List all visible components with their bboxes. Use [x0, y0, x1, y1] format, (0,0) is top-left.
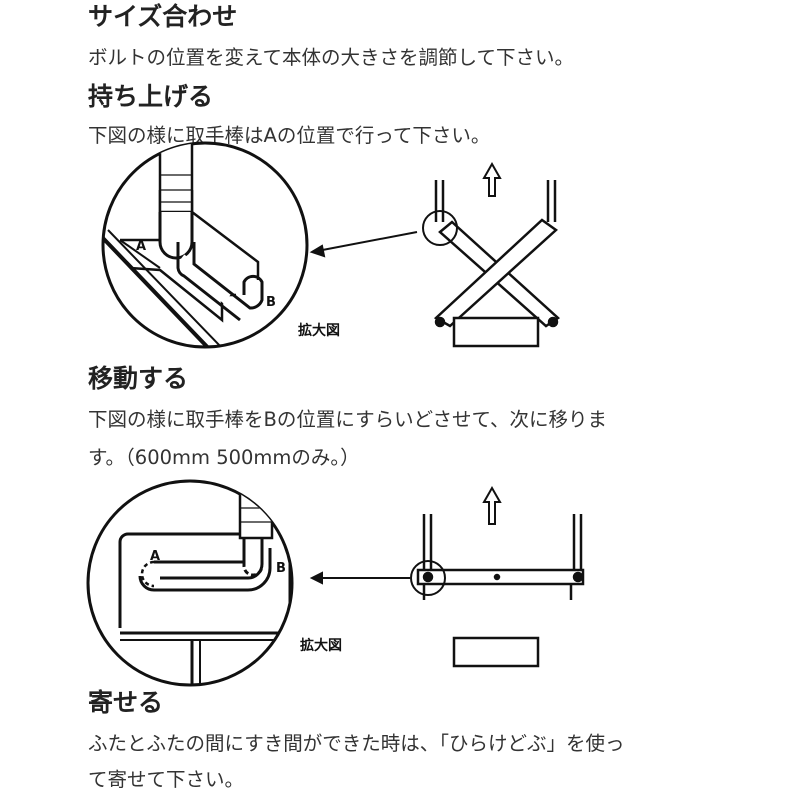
move-up-arrow — [482, 485, 502, 525]
section-text-size-adjust: ボルトの位置を変えて本体の大きさを調節して下さい。 — [88, 46, 574, 69]
lift-scissor-tool — [422, 180, 561, 348]
section-text-bring-together-line1: ふたとふたの間にすき間ができた時は、「ひらけどぶ」を使っ — [88, 732, 625, 755]
move-arrow — [309, 571, 410, 585]
lift-label-a: A — [136, 239, 146, 254]
lift-up-arrow — [482, 161, 502, 197]
move-zoom-caption: 拡大図 — [300, 637, 342, 654]
section-text-bring-together-line2: て寄せて下さい。 — [88, 768, 245, 791]
section-heading-move: 移動する — [88, 364, 189, 393]
section-text-lift: 下図の様に取手棒はAの位置で行って下さい。 — [88, 124, 491, 147]
lift-diagram: A B 拡大図 — [101, 141, 561, 349]
move-scissor-tool — [410, 514, 585, 668]
lift-arrow — [309, 231, 418, 258]
section-heading-bring-together: 寄せる — [88, 688, 164, 717]
move-label-a: A — [150, 549, 160, 564]
lift-label-b: B — [266, 295, 276, 310]
section-text-move-line2: す。（600mm 500mmのみ。） — [88, 446, 360, 469]
move-label-b: B — [276, 561, 286, 576]
section-text-move-line1: 下図の様に取手棒をBの位置にすらいどさせて、次に移りま — [88, 408, 608, 431]
lift-zoom-caption: 拡大図 — [298, 322, 340, 339]
move-diagram: A B 拡大図 — [86, 479, 585, 687]
section-heading-lift: 持ち上げる — [88, 82, 214, 111]
move-zoom-circle: A B 拡大図 — [86, 479, 342, 687]
lift-zoom-circle: A B 拡大図 — [101, 141, 340, 349]
section-heading-size-adjust: サイズ合わせ — [88, 2, 238, 31]
